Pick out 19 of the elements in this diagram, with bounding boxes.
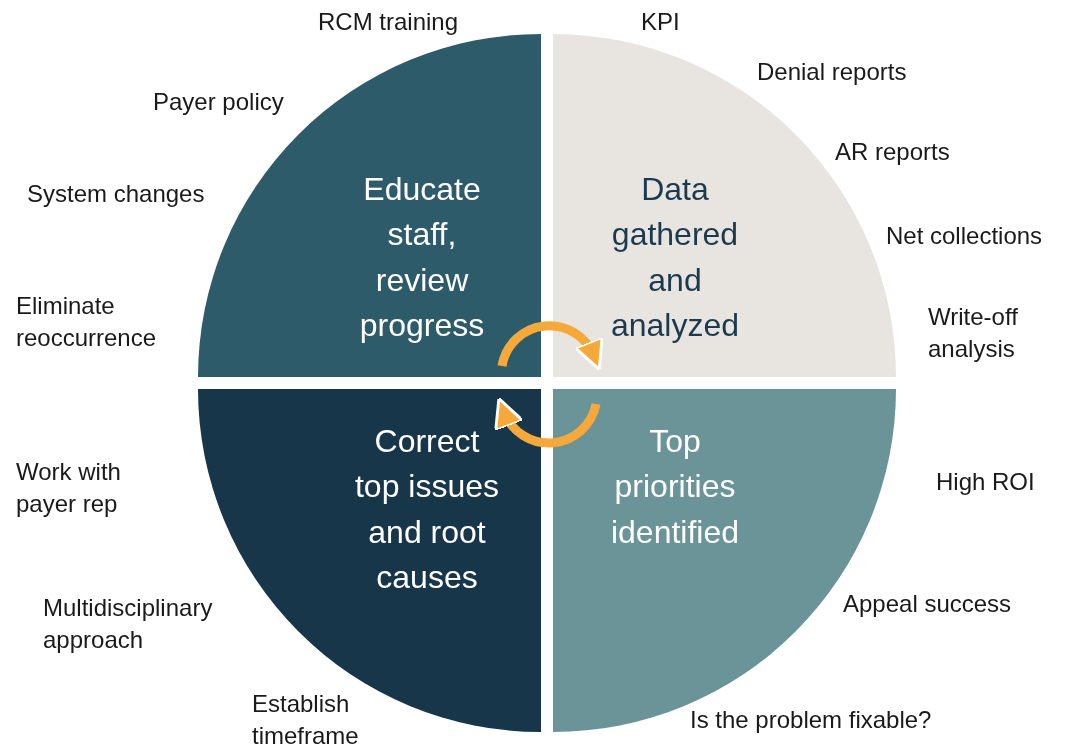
outer-note: Net collections bbox=[886, 221, 1043, 251]
outer-note: High ROI bbox=[936, 467, 1035, 497]
outer-note: Eliminate reoccurrence bbox=[16, 291, 158, 354]
outer-note: Write-off analysis bbox=[928, 302, 1019, 365]
quadrant-title: Data gathered and analyzed bbox=[609, 170, 741, 346]
quadrant-title: Educate staff, review progress bbox=[358, 170, 486, 346]
outer-note: AR reports bbox=[835, 137, 950, 167]
outer-note: Appeal success bbox=[843, 589, 1012, 619]
outer-note: Establish timeframe bbox=[252, 689, 360, 752]
outer-note: Work with payer rep bbox=[16, 457, 122, 520]
outer-note: Multidisciplinary approach bbox=[43, 593, 214, 656]
outer-note: Payer policy bbox=[153, 87, 284, 117]
quadrant-title: Top priorities identified bbox=[609, 421, 741, 552]
outer-note: KPI bbox=[641, 7, 680, 37]
outer-note: System changes bbox=[27, 179, 205, 209]
outer-note: Denial reports bbox=[757, 57, 907, 87]
outer-note: RCM training bbox=[318, 7, 459, 37]
quadrant-title: Correct top issues and root causes bbox=[353, 422, 501, 598]
outer-note: Is the problem fixable? bbox=[690, 705, 932, 735]
